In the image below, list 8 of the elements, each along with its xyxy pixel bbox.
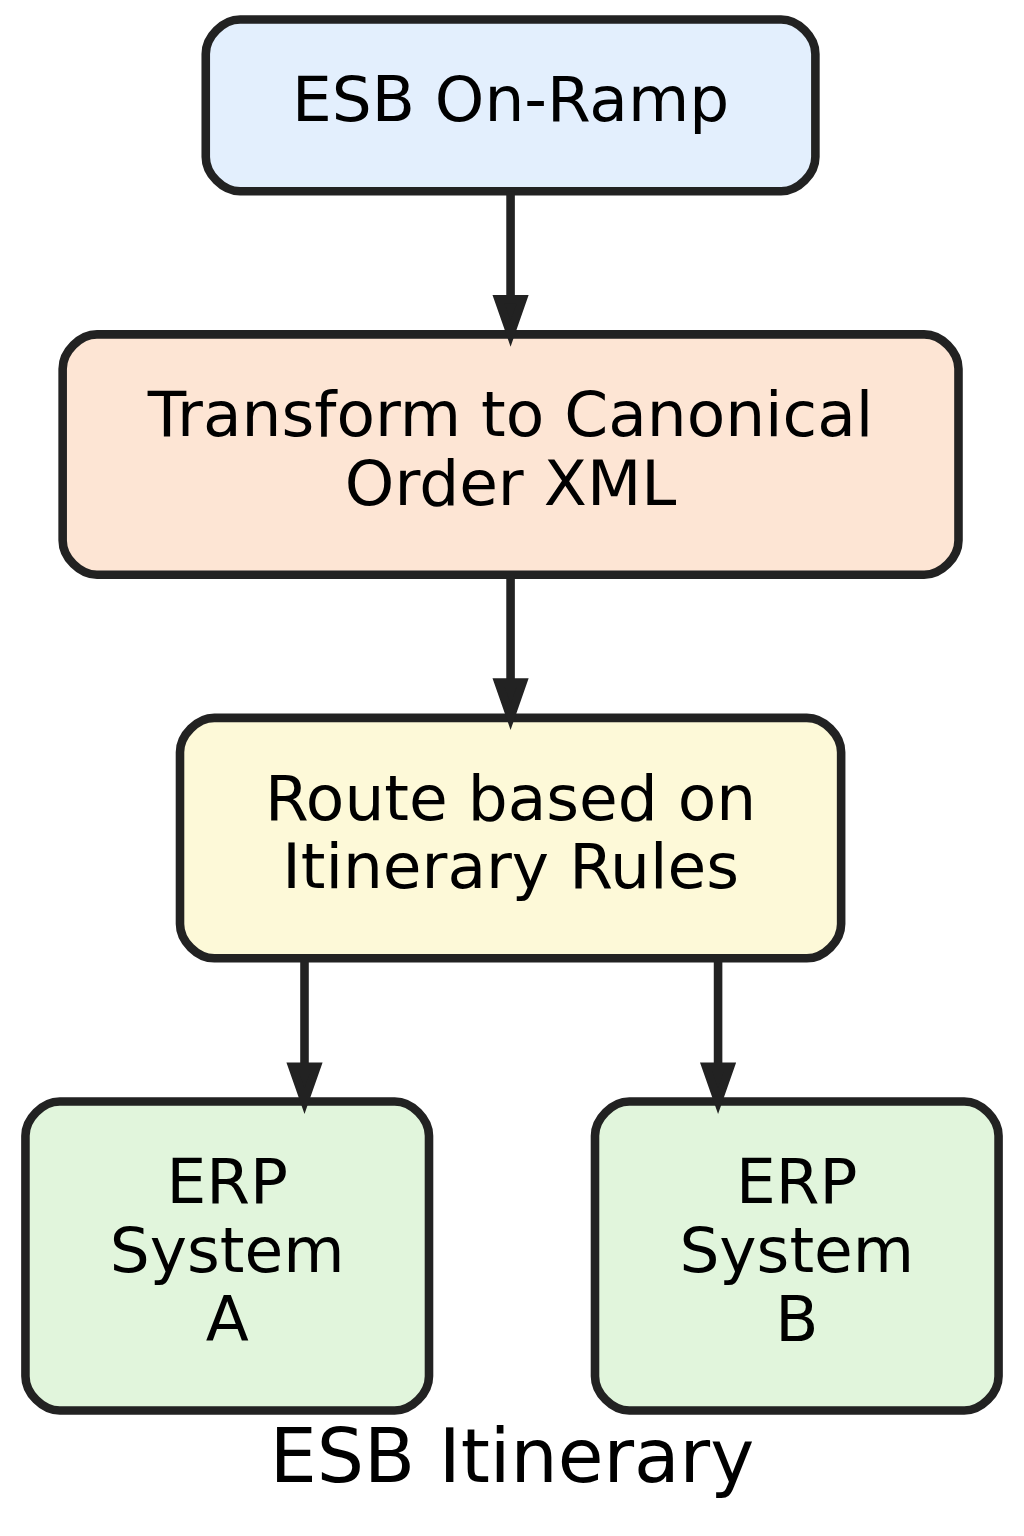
arrow bbox=[700, 959, 737, 1115]
node-box: ESB On-Ramp bbox=[201, 15, 820, 196]
caption: ESB Itinerary bbox=[269, 1412, 755, 1500]
node-box: Route based on Itinerary Rules bbox=[175, 713, 846, 963]
arrow bbox=[286, 959, 323, 1115]
node-box: Transform to Canonical Order XML bbox=[58, 330, 963, 580]
node-box: ERP System A bbox=[21, 1097, 434, 1415]
node-box: ERP System B bbox=[590, 1097, 1003, 1415]
